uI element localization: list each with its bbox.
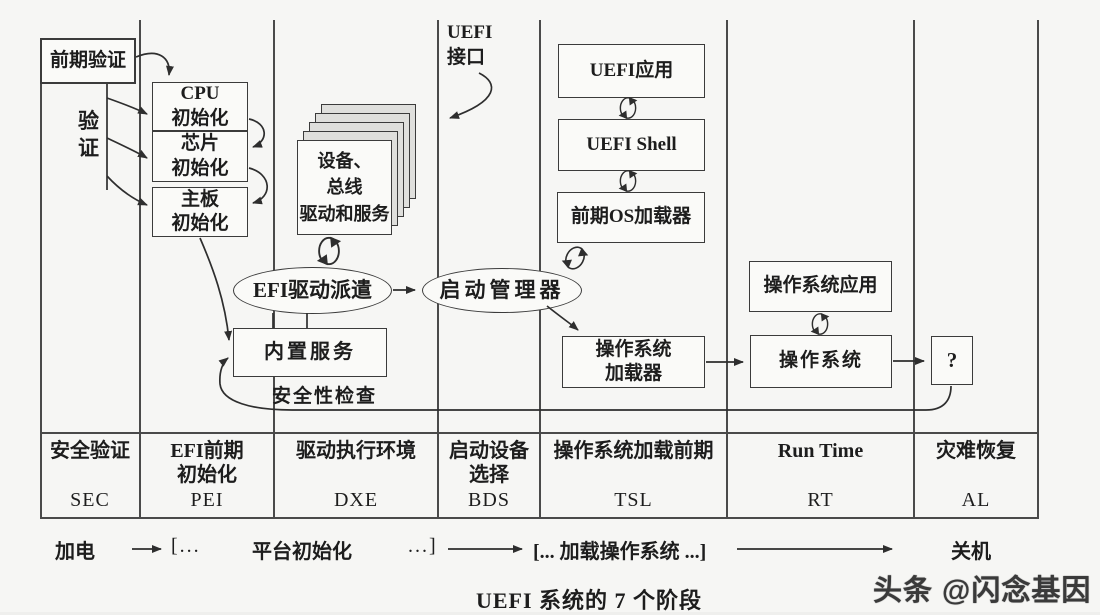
timeline-bracket-open: [... xyxy=(171,535,201,557)
phase-name: 驱动执行环境 xyxy=(296,439,416,463)
device-stack-line1: 设备、 xyxy=(317,151,372,172)
column-divider-rt-al xyxy=(913,20,915,518)
phase-name: 灾难恢复 xyxy=(936,439,1016,463)
uefi-interface-line2: 接口 xyxy=(447,47,486,68)
watermark: 头条 @闪念基因 xyxy=(873,575,1092,607)
cpu-init-line1: CPU xyxy=(180,83,220,105)
phase-cell-dxe: 驱动执行环境 DXE xyxy=(274,432,438,518)
uefi-app-box: UEFI应用 xyxy=(558,44,705,98)
phase-name-line2: 选择 xyxy=(469,464,509,487)
phase-name-line2: 初始化 xyxy=(177,464,237,487)
question-label: ? xyxy=(946,348,958,373)
chip-init-line1: 芯片 xyxy=(180,133,219,155)
table-bottom-border xyxy=(40,517,1039,519)
timeline-bracket-close: ...] xyxy=(408,535,438,557)
phase-name-line1: 驱动执行环境 xyxy=(296,440,416,462)
diagram-caption: UEFI 系统的 7 个阶段 xyxy=(476,588,703,613)
device-stack-line2: 总线 xyxy=(326,177,363,198)
phase-name: 安全验证 xyxy=(50,439,130,463)
builtin-services-label: 内置服务 xyxy=(264,340,356,363)
phase-name-line1: 启动设备 xyxy=(449,440,529,462)
cpu-init-box: CPU 初始化 xyxy=(152,82,248,131)
boot-manager-ellipse: 启动管理器 xyxy=(422,268,582,313)
question-box: ? xyxy=(931,336,973,385)
table-left-border xyxy=(40,40,42,518)
phase-cell-tsl: 操作系统加载前期 TSL xyxy=(540,432,727,518)
table-top-border xyxy=(40,432,1039,434)
efi-dispatch-label: EFI驱动派遣 xyxy=(252,278,372,303)
phase-abbr: RT xyxy=(807,489,834,511)
pre-verification-label: 前期验证 xyxy=(49,49,126,71)
phase-abbr: PEI xyxy=(190,489,224,511)
phase-name-line1: 安全验证 xyxy=(50,440,130,462)
phase-cell-pei: EFI前期 初始化 PEI xyxy=(140,432,274,518)
pre-os-loader-label: 前期OS加载器 xyxy=(570,206,692,228)
uefi-app-label: UEFI应用 xyxy=(589,59,674,81)
phase-abbr: BDS xyxy=(468,489,510,511)
table-right-border xyxy=(1037,20,1039,518)
uefi-interface-label: UEFI 接口 xyxy=(447,20,492,70)
device-bus-drivers-box: 设备、 总线 驱动和服务 xyxy=(297,140,392,235)
uefi-interface-line1: UEFI xyxy=(447,22,493,43)
builtin-services-box: 内置服务 xyxy=(233,328,387,377)
phase-abbr: AL xyxy=(961,489,991,511)
phase-cell-sec: 安全验证 SEC xyxy=(40,432,140,518)
chip-init-line2: 初始化 xyxy=(171,157,229,179)
uefi-shell-box: UEFI Shell xyxy=(558,119,705,171)
timeline-platform-init: 平台初始化 xyxy=(252,541,352,563)
efi-driver-dispatch-ellipse: EFI驱动派遣 xyxy=(233,267,392,314)
phase-cell-al: 灾难恢复 AL xyxy=(914,432,1038,518)
phase-name-line1: 灾难恢复 xyxy=(936,440,1016,462)
phase-name: Run Time xyxy=(778,439,863,463)
security-check-label: 安全性检查 xyxy=(272,386,378,407)
column-divider-bds-tsl xyxy=(539,20,541,518)
board-init-line1: 主板 xyxy=(180,188,219,210)
uefi-shell-label: UEFI Shell xyxy=(586,133,677,155)
phase-name-line1: EFI前期 xyxy=(170,440,244,462)
chip-init-box: 芯片 初始化 xyxy=(152,131,248,182)
os-loader-line2: 加载器 xyxy=(604,363,662,384)
boot-manager-label: 启动管理器 xyxy=(439,278,565,303)
timeline-load-os: [... 加载操作系统 ...] xyxy=(533,541,707,563)
phase-name: 操作系统加载前期 xyxy=(554,439,714,463)
board-init-line2: 初始化 xyxy=(171,213,229,234)
pre-os-loader-box: 前期OS加载器 xyxy=(557,192,705,243)
phase-cell-rt: Run Time RT xyxy=(727,432,914,518)
phase-abbr: SEC xyxy=(70,489,110,511)
os-box: 操作系统 xyxy=(750,335,892,388)
os-app-label: 操作系统应用 xyxy=(763,275,878,297)
phase-abbr: TSL xyxy=(614,489,653,511)
os-label: 操作系统 xyxy=(778,350,863,372)
column-divider-dxe-bds xyxy=(437,20,439,518)
verification-label: 验证 xyxy=(78,109,99,160)
phase-abbr: DXE xyxy=(333,489,379,511)
phase-cell-bds: 启动设备 选择 BDS xyxy=(438,432,540,518)
phase-name-line1: 操作系统加载前期 xyxy=(553,440,714,462)
column-divider-tsl-rt xyxy=(726,20,728,518)
pre-verification-box: 前期验证 xyxy=(40,38,136,84)
phase-name-line1: Run Time xyxy=(777,440,864,462)
timeline-shutdown: 关机 xyxy=(951,541,991,563)
phase-name: EFI前期 初始化 xyxy=(170,439,243,488)
os-loader-line1: 操作系统 xyxy=(595,338,672,360)
cpu-init-line2: 初始化 xyxy=(171,107,229,129)
column-divider-sec-pei xyxy=(139,20,141,518)
device-stack-line3: 驱动和服务 xyxy=(299,203,390,224)
board-init-box: 主板 初始化 xyxy=(152,187,248,237)
os-loader-box: 操作系统 加载器 xyxy=(562,336,705,388)
os-app-box: 操作系统应用 xyxy=(749,261,892,312)
phase-name: 启动设备 选择 xyxy=(449,439,529,488)
timeline-power-on: 加电 xyxy=(55,541,95,563)
